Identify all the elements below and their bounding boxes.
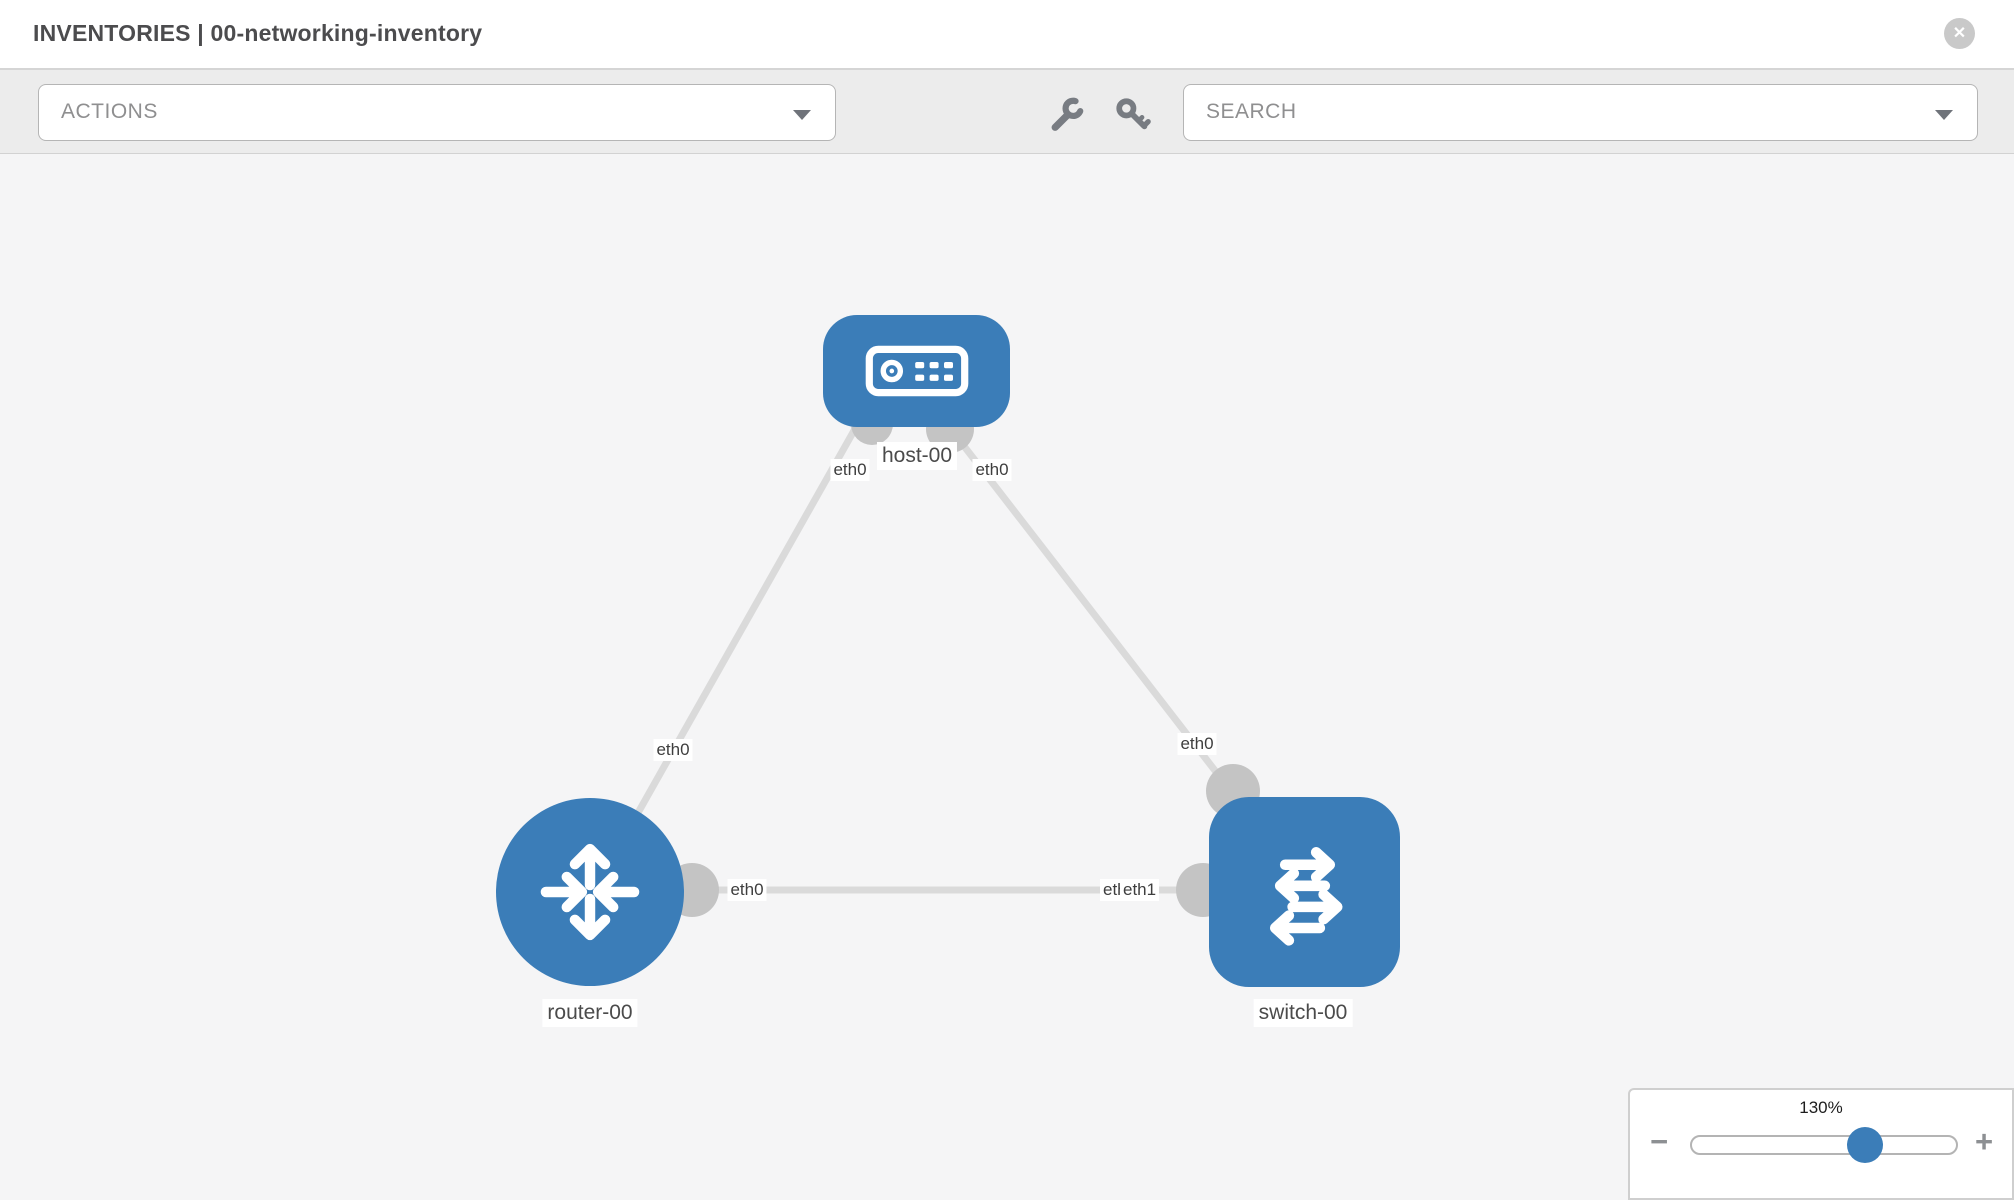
link-host-router[interactable] — [596, 418, 864, 882]
iface-label-host-eth0-left: eth0 — [830, 459, 870, 481]
switch-icon — [1269, 847, 1343, 946]
zoom-in-button[interactable]: + — [1975, 1124, 1994, 1159]
zoom-control-panel: 130% − + — [1628, 1088, 2014, 1200]
search-dropdown[interactable]: SEARCH — [1183, 84, 1978, 141]
actions-dropdown[interactable]: ACTIONS — [38, 84, 836, 141]
iface-label-router-eth0-right: eth0 — [727, 879, 767, 901]
search-dropdown-label: SEARCH — [1206, 100, 1297, 123]
topology-toolbar: ACTIONS SEARCH — [0, 70, 2014, 154]
iface-label-host-eth0-right: eth0 — [972, 459, 1012, 481]
node-label-router-00: router-00 — [542, 999, 638, 1027]
host-icon — [865, 345, 968, 397]
iface-label-switch-eth1: eth1 — [1120, 879, 1160, 901]
actions-dropdown-label: ACTIONS — [61, 100, 158, 123]
page-title: INVENTORIES | 00-networking-inventory — [33, 20, 483, 46]
close-icon[interactable]: ✕ — [1944, 18, 1975, 49]
iface-label-router-eth0-top: eth0 — [653, 739, 693, 761]
node-switch-00[interactable] — [1209, 797, 1400, 987]
panel-header: INVENTORIES | 00-networking-inventory ✕ — [0, 0, 2014, 70]
configure-wrench-icon[interactable] — [1048, 96, 1086, 134]
credentials-key-icon[interactable] — [1114, 96, 1152, 134]
zoom-level-value: 130% — [1799, 1098, 1843, 1117]
router-icon — [540, 843, 640, 941]
node-router-00[interactable] — [496, 798, 684, 986]
iface-label-switch-eth0-top: eth0 — [1177, 733, 1217, 755]
chevron-down-icon — [1935, 110, 1953, 120]
zoom-out-button[interactable]: − — [1650, 1124, 1669, 1159]
chevron-down-icon — [793, 110, 811, 120]
node-label-host-00: host-00 — [876, 442, 958, 470]
zoom-slider-thumb[interactable] — [1847, 1127, 1883, 1163]
link-host-switch[interactable] — [947, 425, 1233, 793]
node-host-00[interactable] — [823, 315, 1010, 427]
node-label-switch-00: switch-00 — [1253, 999, 1353, 1027]
zoom-slider-track[interactable] — [1690, 1135, 1958, 1155]
